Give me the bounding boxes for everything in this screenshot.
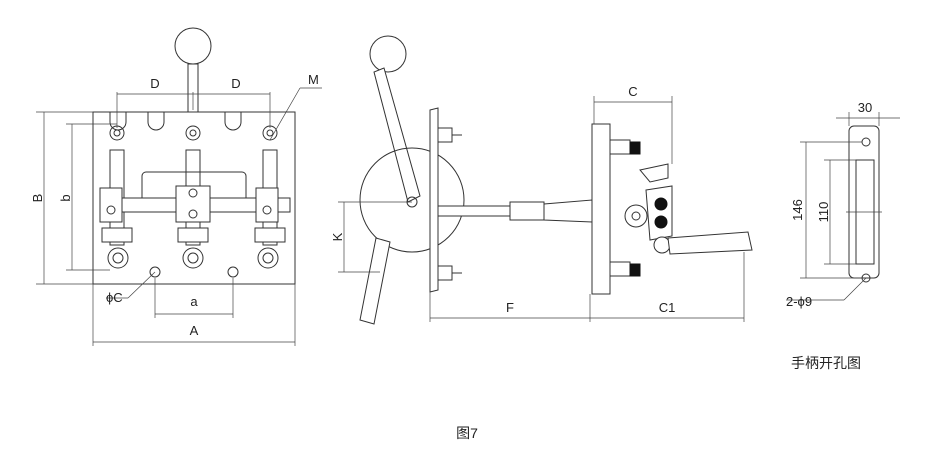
- front-top-tab-2: [147, 112, 165, 131]
- side-top-block: [609, 139, 631, 155]
- front-top-tab-3: [224, 112, 242, 131]
- label-f: F: [506, 300, 514, 315]
- figure-number: 图7: [456, 425, 478, 441]
- dim-phic-leader: [127, 271, 156, 299]
- front-mount-hole-right: [227, 266, 239, 278]
- front-top-terminal-1-inner: [113, 129, 121, 137]
- front-mount-hole-left: [149, 266, 161, 278]
- side-bottom-cap: [629, 263, 641, 277]
- side-contact-1: [654, 197, 668, 211]
- front-bottom-terminal-1: [107, 247, 129, 269]
- label-110: 110: [816, 202, 831, 223]
- label-d-left: D: [150, 76, 159, 91]
- label-c1: C1: [659, 300, 676, 315]
- label-holes: 2-ϕ9: [786, 294, 812, 309]
- front-bolt-2: [188, 188, 198, 198]
- label-a-small: a: [190, 294, 198, 309]
- front-clamp-3: [255, 187, 279, 223]
- front-bottom-terminal-2: [182, 247, 204, 269]
- label-30: 30: [858, 100, 872, 115]
- side-mount-panel: [429, 107, 439, 293]
- label-a-big: A: [190, 323, 199, 338]
- front-bottom-terminal-3-inner: [262, 252, 274, 264]
- front-bolt-3: [188, 209, 198, 219]
- front-top-terminal-2-inner: [189, 129, 197, 137]
- label-m: M: [308, 72, 319, 87]
- side-crank-center: [631, 211, 641, 221]
- side-switch-body: [591, 123, 611, 295]
- front-dimensions: D D M B b ϕC a A: [30, 72, 322, 346]
- side-shaft-extension: [543, 199, 593, 223]
- front-lower-clamp-2: [177, 227, 209, 243]
- front-bolt-4: [262, 205, 272, 215]
- front-top-terminal-3: [262, 125, 278, 141]
- side-blade-block: [645, 185, 673, 241]
- side-blade-arm: [667, 231, 753, 255]
- side-hub-arc: [359, 147, 465, 201]
- side-bottom-block: [609, 261, 631, 277]
- side-handle-lever: [373, 67, 421, 203]
- handle-hole-view: 30 146 110 2-ϕ9 手柄开孔图: [786, 100, 900, 371]
- front-top-terminal-2: [185, 125, 201, 141]
- side-arm-top: [639, 163, 669, 183]
- label-146: 146: [790, 199, 805, 221]
- label-phic: ϕC: [106, 290, 123, 305]
- dim-m-leader: [269, 87, 301, 141]
- front-handle-knob: [174, 27, 212, 65]
- side-crank: [624, 204, 648, 228]
- front-bottom-terminal-1-inner: [112, 252, 124, 264]
- front-lower-clamp-3: [254, 227, 286, 243]
- label-c: C: [628, 84, 637, 99]
- label-d-right: D: [231, 76, 240, 91]
- side-panel-bolt-bottom: [437, 265, 453, 281]
- side-dimensions: K C F C1: [330, 84, 745, 322]
- front-bottom-terminal-3: [257, 247, 279, 269]
- label-b-lower: b: [58, 194, 73, 201]
- handle-hole-caption: 手柄开孔图: [791, 355, 861, 371]
- front-top-terminal-3-inner: [266, 129, 274, 137]
- hole-top: [861, 137, 871, 147]
- side-view: [359, 35, 753, 325]
- side-lower-lever: [359, 237, 391, 325]
- front-bottom-terminal-2-inner: [187, 252, 199, 264]
- front-view: [92, 27, 296, 285]
- side-hub-arc-lower: [359, 199, 465, 253]
- side-top-cap: [629, 141, 641, 155]
- front-clamp-2: [175, 185, 211, 223]
- label-k: K: [330, 232, 345, 241]
- front-top-terminal-1: [109, 125, 125, 141]
- side-panel-bolt-top: [437, 127, 453, 143]
- dim-holes-leader: [843, 277, 867, 301]
- front-bolt-1: [106, 205, 116, 215]
- side-coupling: [509, 201, 545, 221]
- side-lower-pivot: [653, 236, 671, 254]
- front-lower-clamp-1: [101, 227, 133, 243]
- hole-template-plate: [848, 125, 880, 279]
- front-clamp-1: [99, 187, 123, 223]
- side-handle-knob: [369, 35, 407, 73]
- front-handle-stem: [187, 63, 199, 113]
- label-b-upper: B: [30, 194, 45, 203]
- side-contact-2: [654, 215, 668, 229]
